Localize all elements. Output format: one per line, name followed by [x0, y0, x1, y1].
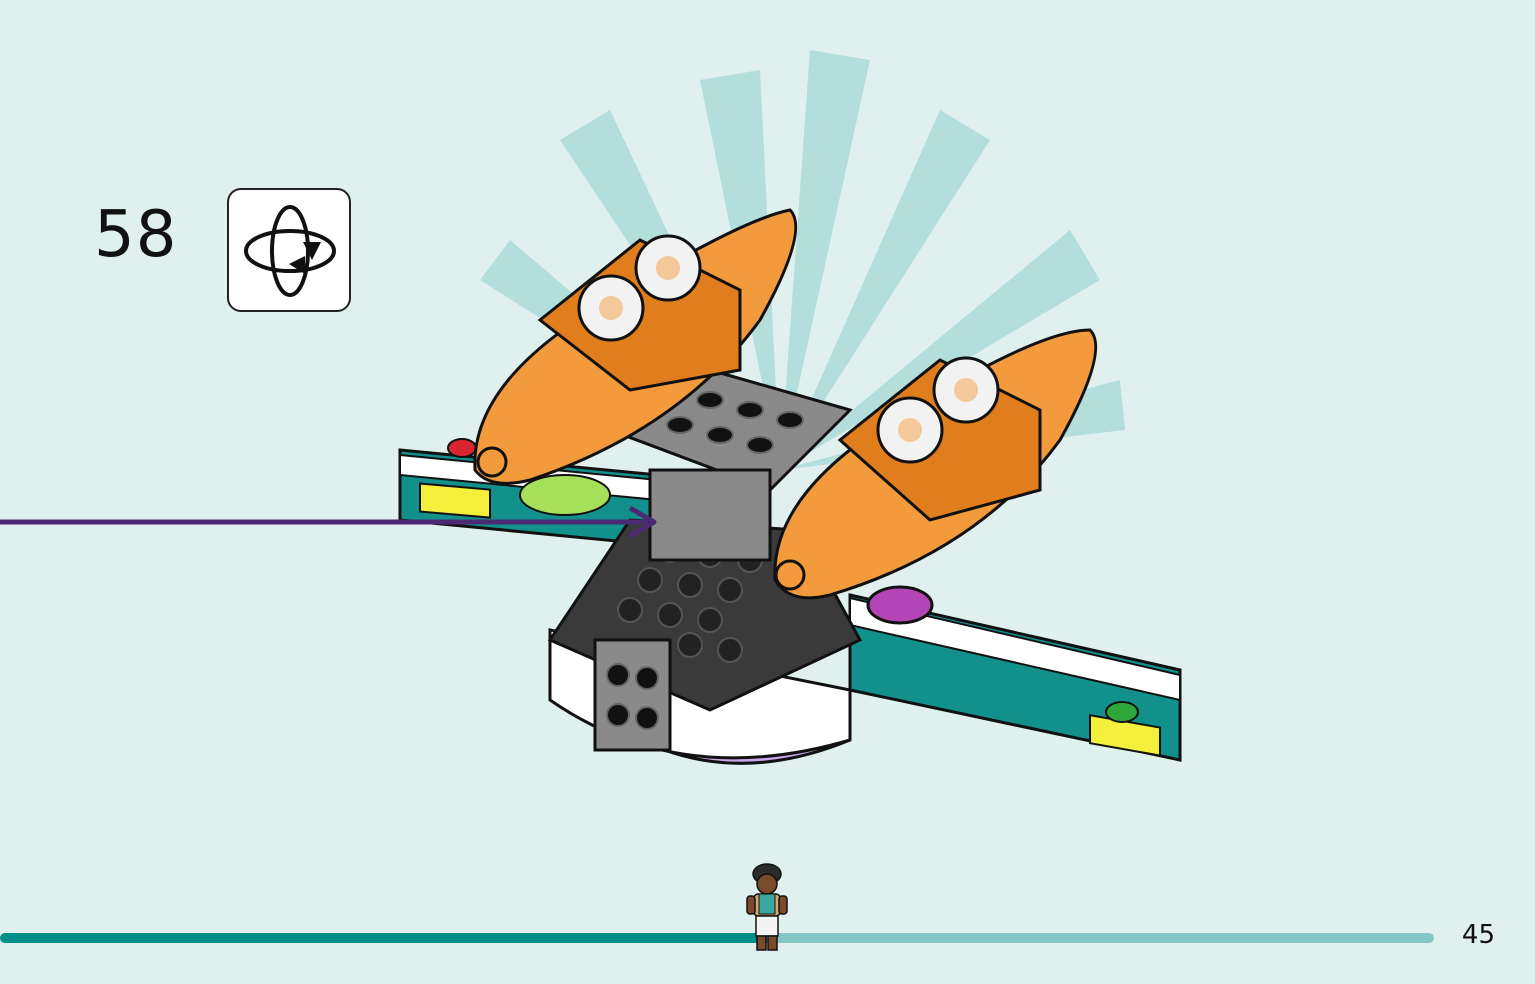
build-progress-fill	[0, 933, 768, 943]
model-assembly-illustration	[398, 50, 1182, 765]
build-progress-bar	[0, 933, 1434, 943]
left-yellow-tile	[419, 482, 491, 519]
center-plate-studs	[666, 391, 804, 454]
placement-arrow	[0, 505, 657, 539]
right-wing-top	[849, 596, 1181, 702]
page-number: 45	[1461, 920, 1495, 950]
center-gray-support	[648, 468, 772, 562]
rotate-model-icon	[227, 188, 351, 312]
left-red-stud	[447, 438, 477, 458]
minifigure-progress-marker	[746, 863, 788, 951]
right-green-stud	[1105, 701, 1139, 723]
magenta-piece	[866, 585, 934, 625]
lime-piece	[519, 474, 611, 516]
front-studs	[606, 663, 659, 730]
right-engine-nozzle	[774, 559, 806, 591]
step-number: 58	[94, 198, 178, 272]
left-engine-nozzle	[476, 446, 508, 478]
front-gray-block	[593, 638, 672, 752]
